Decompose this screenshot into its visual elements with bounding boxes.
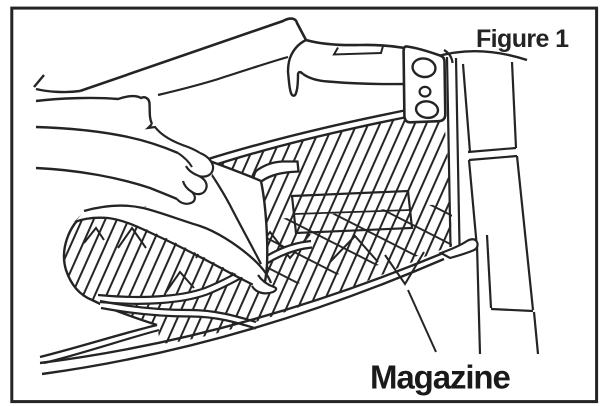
svg-text:Magazine: Magazine: [370, 359, 510, 396]
svg-text:Figure 1: Figure 1: [476, 25, 569, 53]
